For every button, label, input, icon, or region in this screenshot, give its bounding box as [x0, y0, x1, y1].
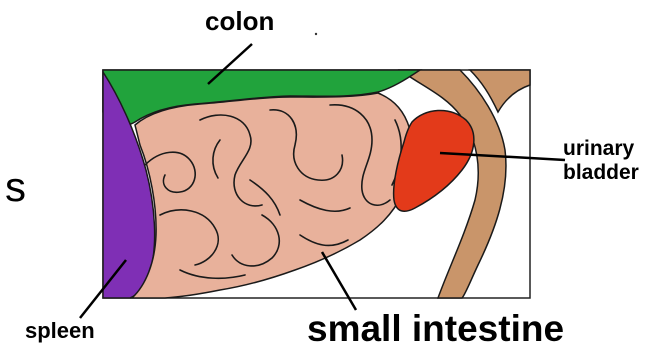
left-fragment-text: s: [5, 166, 26, 208]
spleen-label: spleen: [25, 320, 95, 342]
small-intestine-label: small intestine: [307, 310, 564, 347]
urinary-bladder-label: urinary bladder: [563, 137, 639, 185]
urinary-label-line2: bladder: [563, 161, 639, 185]
colon-label: colon: [205, 8, 274, 34]
stray-dot: [315, 33, 317, 35]
urinary-label-line1: urinary: [563, 137, 639, 161]
